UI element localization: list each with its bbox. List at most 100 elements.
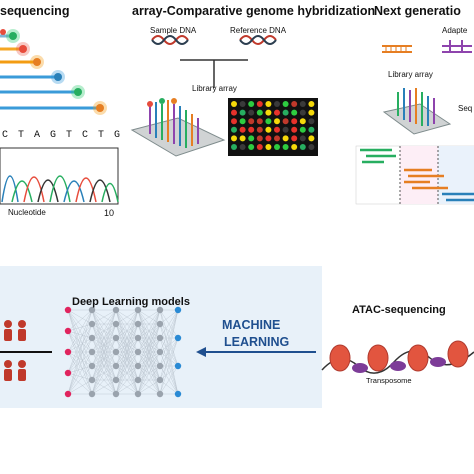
network-edge: [67, 309, 93, 395]
network-edge: [91, 309, 117, 367]
heatmap-spot: [282, 101, 289, 107]
heatmap-spot: [282, 126, 289, 133]
network-edge: [137, 323, 161, 395]
heatmap-spot: [265, 144, 272, 150]
network-edge: [159, 309, 179, 381]
network-edge: [115, 309, 139, 339]
heatmap-spot: [308, 135, 315, 142]
network-node: [134, 348, 142, 356]
heatmap-spot: [282, 135, 289, 142]
heatmap-spot: [256, 109, 263, 116]
network-node: [112, 320, 120, 328]
network-edge: [115, 309, 139, 381]
population-icons: [4, 320, 26, 381]
network-node: [174, 306, 182, 314]
network-node: [156, 334, 164, 342]
network-edge: [91, 351, 117, 395]
chromatogram-xlabel: Nucleotide: [8, 208, 46, 217]
network-edge: [67, 330, 93, 339]
network-edge: [67, 309, 93, 353]
network-node: [156, 376, 164, 384]
network-edge: [91, 309, 117, 353]
heatmap-spot: [308, 109, 315, 116]
network-edge: [159, 309, 179, 339]
network-edge: [91, 323, 117, 395]
ml-label-line2: LEARNING: [224, 335, 290, 349]
heatmap-spot: [248, 126, 255, 133]
sequence-readout: C T A G T C T G: [2, 130, 123, 141]
network-node: [88, 348, 96, 356]
network-node: [88, 362, 96, 370]
network-edge: [159, 365, 179, 381]
library-array-label: Library array: [192, 84, 237, 93]
network-node: [134, 320, 142, 328]
network-edge: [91, 365, 117, 395]
network-node: [174, 390, 182, 398]
heatmap-spot: [299, 118, 306, 125]
heatmap-spot: [265, 101, 272, 107]
network-edge: [115, 351, 139, 395]
heatmap-spot: [231, 144, 237, 150]
network-edge: [159, 309, 179, 353]
heatmap-spot: [291, 101, 298, 107]
network-node: [64, 327, 72, 335]
heatmap-spot: [274, 109, 280, 116]
network-edge: [67, 323, 93, 353]
network-edge: [137, 309, 161, 325]
network-edge: [115, 337, 139, 395]
network-node: [88, 320, 96, 328]
network-edge: [67, 365, 93, 374]
heatmap-spot: [265, 135, 272, 142]
sequencing-fragments: [0, 29, 107, 115]
dna-helix-icon: [151, 35, 189, 45]
dna-helix-icon: [239, 35, 277, 45]
network-node: [64, 306, 72, 314]
heatmap-spot: [299, 144, 306, 150]
heatmap-spot: [248, 109, 255, 116]
heatmap-spot: [231, 118, 237, 125]
heatmap-spot: [299, 126, 306, 133]
network-edge: [67, 309, 93, 339]
network-edge: [115, 309, 139, 325]
heatmap-grid-icon: [228, 98, 318, 156]
network-edge: [67, 323, 93, 332]
network-node: [134, 306, 142, 314]
heatmap-spot: [308, 144, 315, 150]
merge-arrow: [180, 59, 248, 88]
network-node: [174, 334, 182, 342]
heatmap-spot: [239, 101, 246, 107]
network-edge: [137, 351, 161, 395]
network-node: [64, 348, 72, 356]
network-edge: [67, 365, 93, 395]
transposome-label: Transposome: [366, 376, 412, 385]
panel2-title: array-Comparative genome hybridization: [132, 4, 376, 18]
heatmap-spot: [231, 109, 237, 116]
network-edge: [159, 337, 179, 395]
network-node: [112, 390, 120, 398]
network-node: [156, 390, 164, 398]
network-edge: [91, 309, 117, 325]
network-edge: [67, 372, 93, 381]
network-node: [88, 376, 96, 384]
heatmap-spot: [282, 118, 289, 125]
panel3-title: Next generatio: [374, 4, 461, 18]
network-edge: [159, 365, 179, 395]
network-edge: [91, 309, 117, 381]
network-edge: [67, 379, 93, 395]
network-edge: [67, 337, 93, 395]
network-node: [156, 320, 164, 328]
network-node: [156, 348, 164, 356]
heatmap-spot: [282, 109, 289, 116]
arrow-left-icon: [196, 347, 316, 357]
network-node: [112, 348, 120, 356]
ngs-library-label: Library array: [388, 70, 433, 79]
seq-label: Seq: [458, 104, 473, 113]
network-node: [174, 362, 182, 370]
network-edge: [159, 337, 179, 381]
network-edge: [115, 309, 139, 353]
network-node: [88, 306, 96, 314]
network-edge: [67, 351, 93, 374]
heatmap-spot: [299, 101, 306, 107]
network-edge: [137, 365, 161, 395]
heatmap-spot: [239, 118, 246, 125]
